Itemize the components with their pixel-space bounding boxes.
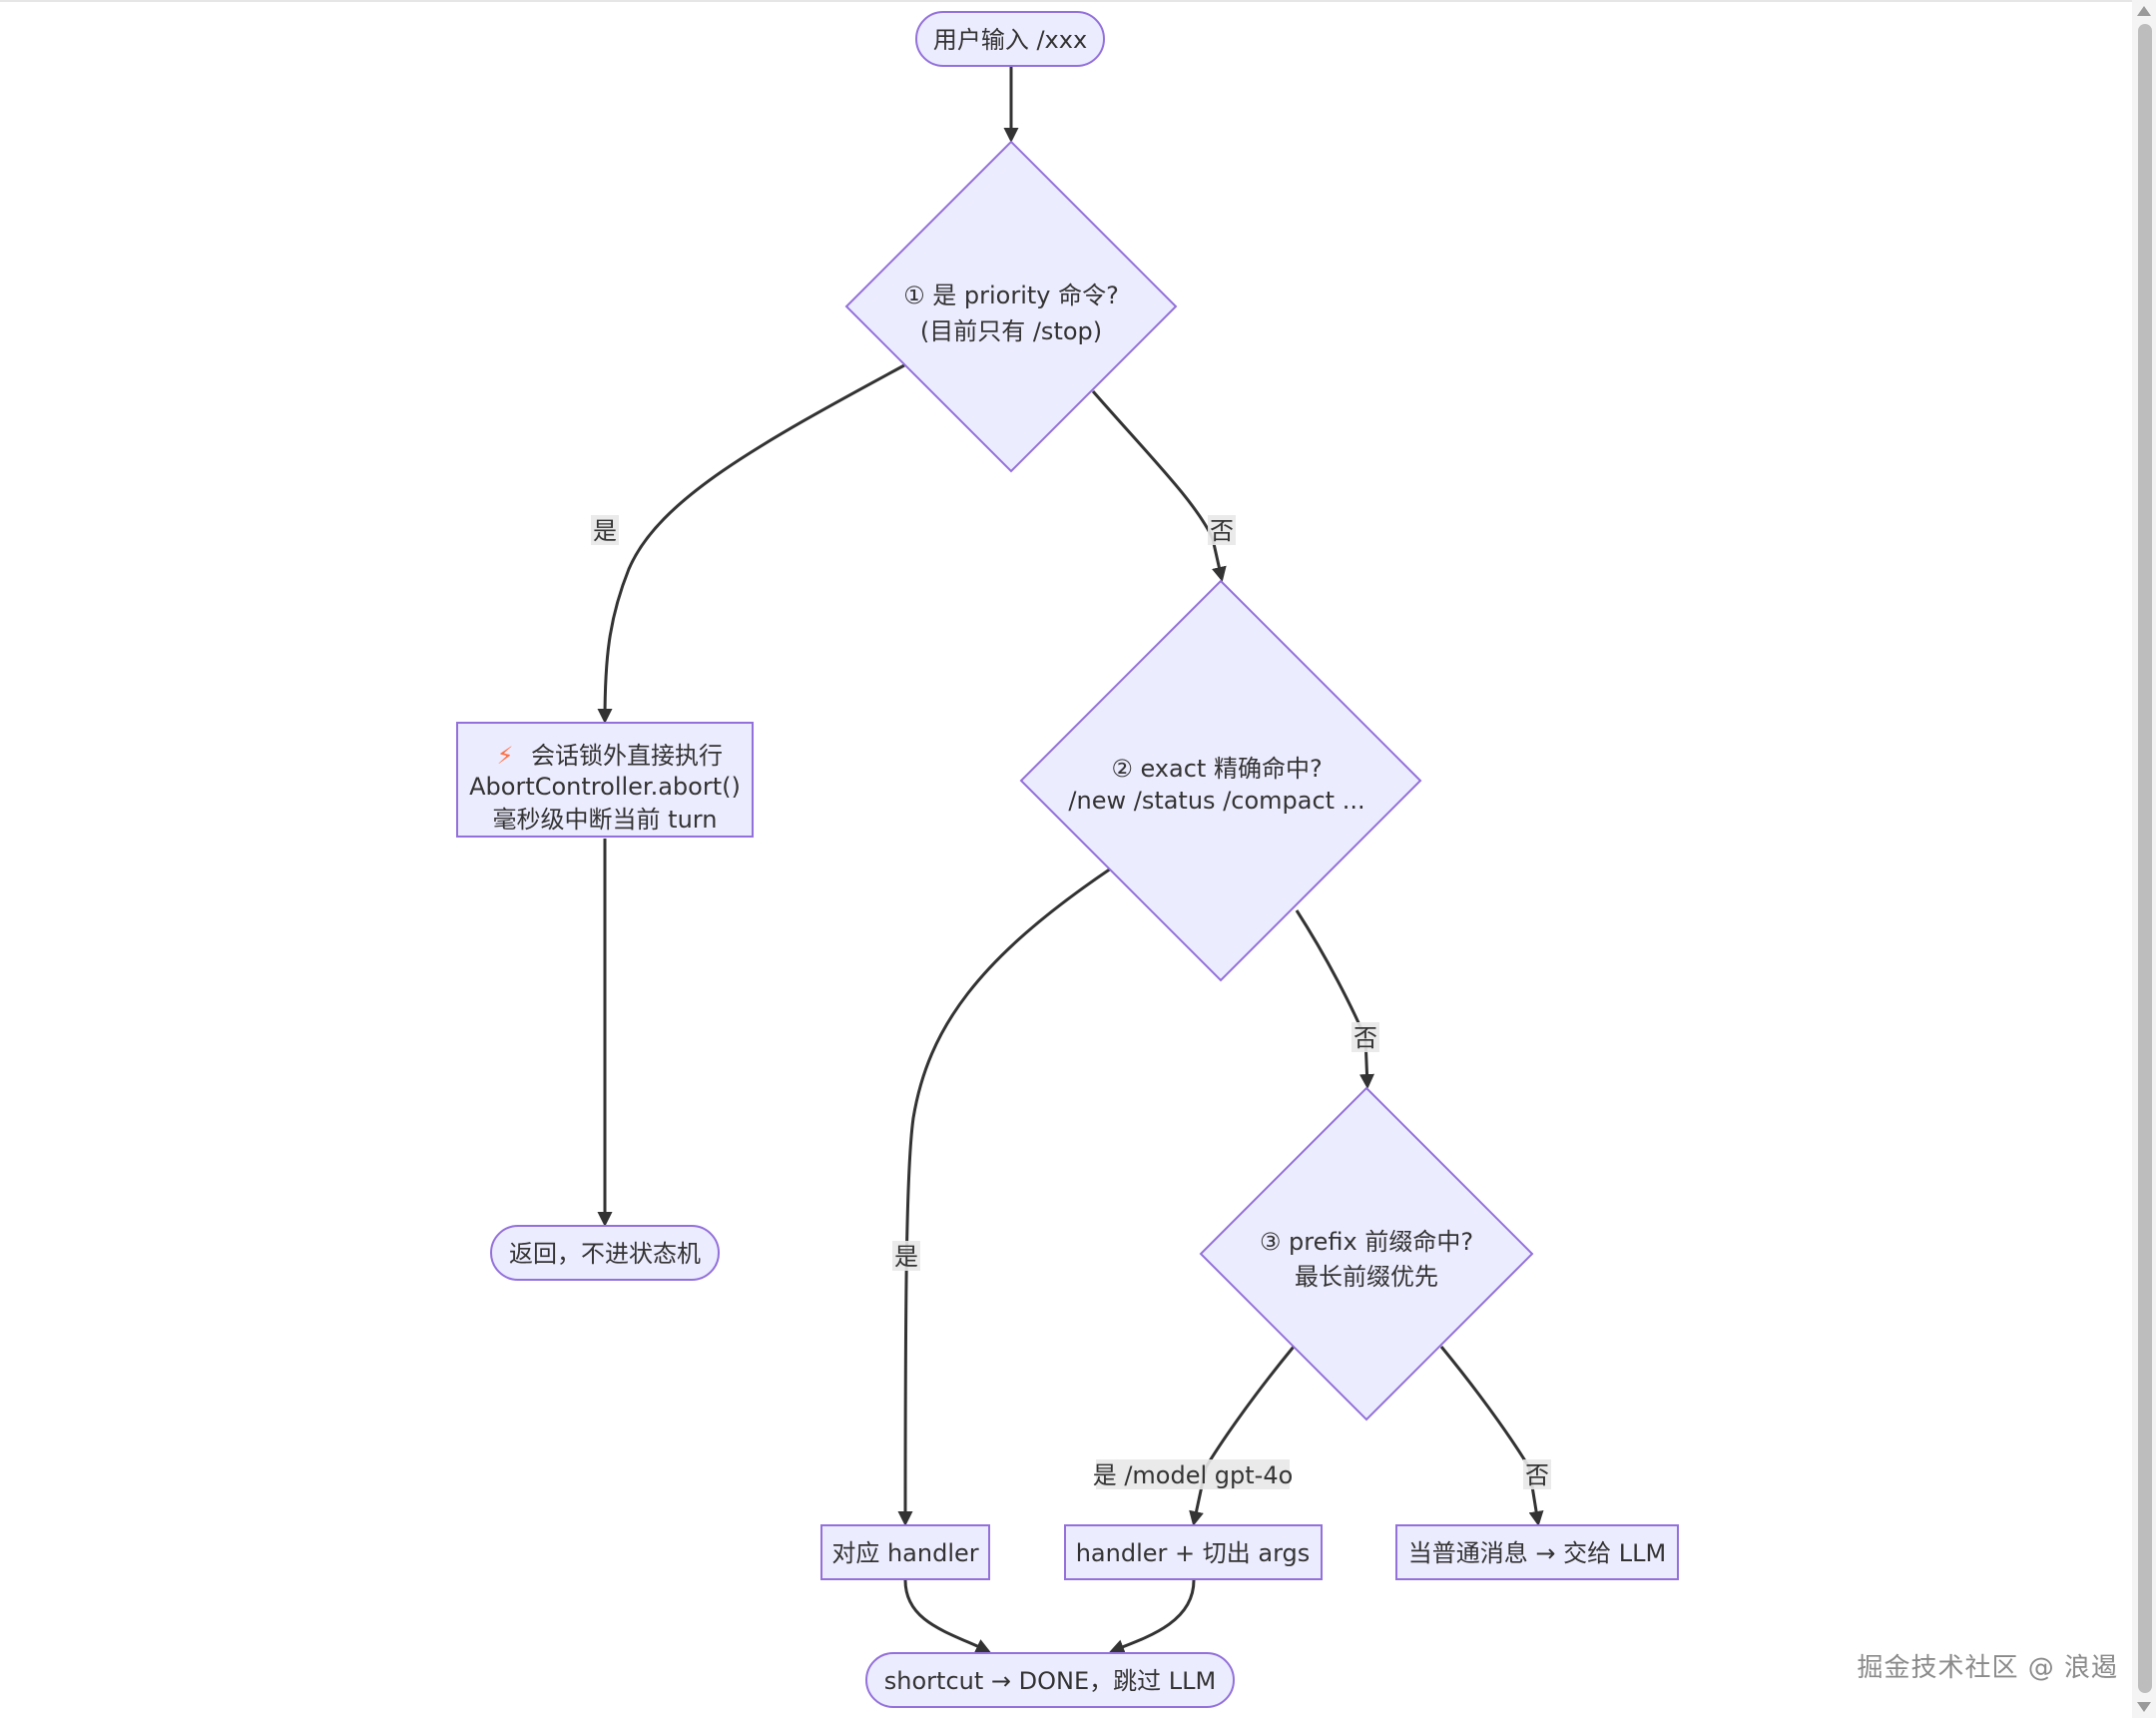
watermark: 掘金技术社区 @ 浪遏 [1857,1653,2118,1683]
svg-text:AbortController.abort(): AbortController.abort() [469,773,741,801]
node-handler-args: handler + 切出 args [1064,1524,1323,1580]
scroll-down-arrow-icon[interactable] [2137,1702,2151,1712]
scroll-up-arrow-icon[interactable] [2137,6,2151,16]
edge-label-d1-yes: 是 [591,515,619,545]
vertical-scrollbar[interactable] [2132,0,2156,1718]
lightning-icon: ⚡ [497,742,514,770]
edge-d3-yes [1189,1346,1296,1526]
svg-text:否: 否 [1353,1024,1377,1052]
svg-text:是: 是 [894,1243,918,1271]
edge-handler-args-to-done [1109,1579,1196,1654]
svg-text:否: 否 [1525,1461,1549,1489]
edge-d1-no [1091,390,1227,582]
edge-labels: 是 否 是 否 是 /model gpt-4o 否 [591,515,1551,1489]
svg-text:② exact 精确命中?: ② exact 精确命中? [1111,755,1322,783]
node-start: 用户输入 /xxx [915,11,1105,67]
svg-text:handler + 切出 args: handler + 切出 args [1076,1539,1311,1567]
svg-text:/new /status /compact ...: /new /status /compact ... [1068,787,1364,815]
svg-text:最长前缀优先: 最长前缀优先 [1295,1263,1438,1291]
svg-text:是 /model gpt-4o: 是 /model gpt-4o [1093,1461,1294,1489]
decision-exact: ② exact 精确命中? /new /status /compact ... [1019,579,1422,982]
edge-label-d3-no: 否 [1523,1459,1551,1489]
node-abort: ⚡ 会话锁外直接执行 AbortController.abort() 毫秒级中断… [456,722,754,838]
svg-text:毫秒级中断当前 turn: 毫秒级中断当前 turn [493,806,718,834]
svg-text:是: 是 [593,517,617,545]
edge-d2-yes [897,866,1112,1526]
edge-label-d3-yes: 是 /model gpt-4o [1093,1459,1294,1489]
node-handler: 对应 handler [820,1524,990,1580]
edge-label-d2-no: 否 [1351,1022,1379,1052]
svg-text:用户输入 /xxx: 用户输入 /xxx [933,26,1087,54]
edge-label-d1-no: 否 [1208,515,1236,545]
svg-text:③ prefix 前缀命中?: ③ prefix 前缀命中? [1260,1228,1473,1256]
decision-priority: ① 是 priority 命令? (目前只有 /stop) [844,140,1178,473]
svg-text:(目前只有 /stop): (目前只有 /stop) [920,317,1102,345]
edge-d1-yes [597,363,905,724]
svg-text:会话锁外直接执行: 会话锁外直接执行 [531,742,723,770]
svg-text:当普通消息 → 交给 LLM: 当普通消息 → 交给 LLM [1408,1539,1666,1567]
svg-text:对应 handler: 对应 handler [831,1539,978,1567]
edge-d2-no [1295,909,1374,1089]
svg-text:shortcut → DONE，跳过 LLM: shortcut → DONE，跳过 LLM [884,1667,1216,1695]
node-llm: 当普通消息 → 交给 LLM [1395,1524,1679,1580]
node-return: 返回，不进状态机 [490,1225,720,1281]
decision-prefix: ③ prefix 前缀命中? 最长前缀优先 [1199,1086,1534,1422]
edge-handler-to-done [903,1579,991,1653]
svg-text:返回，不进状态机: 返回，不进状态机 [509,1240,701,1268]
edge-label-d2-yes: 是 [892,1241,920,1271]
edge-d3-no [1439,1346,1544,1526]
svg-text:否: 否 [1210,517,1234,545]
scrollbar-thumb[interactable] [2138,24,2152,1693]
svg-text:① 是 priority 命令?: ① 是 priority 命令? [903,282,1119,309]
top-divider [0,0,2132,2]
node-done: shortcut → DONE，跳过 LLM [865,1652,1235,1708]
